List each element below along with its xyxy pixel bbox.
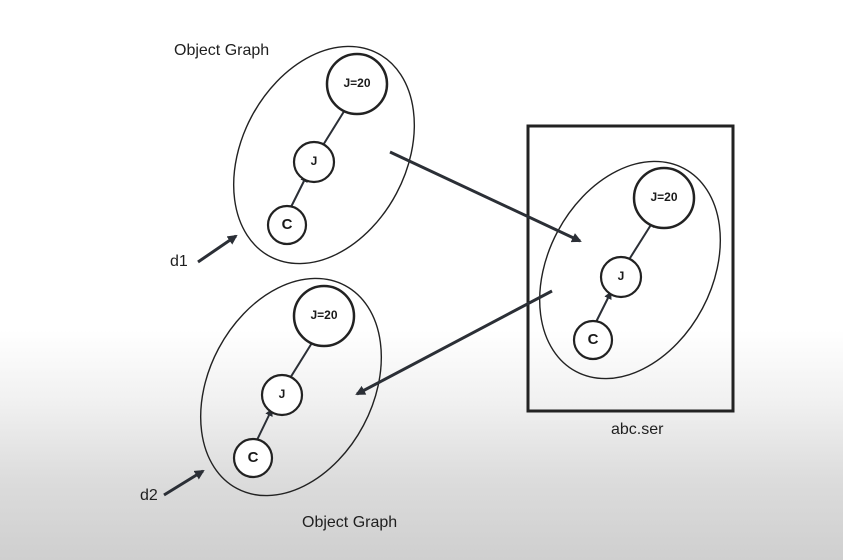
file-graph-node-c-label: C [587,331,599,348]
d1-reference-arrow [197,234,238,264]
graph-top-node-j-label: J [310,154,318,168]
deserialize-arrow [355,289,553,396]
file-graph-node-c [572,319,614,361]
graph-bottom-node-j20-label: J=20 [310,308,338,322]
graph-bottom-edge-c-to-j [256,408,273,441]
file-box [526,124,735,413]
graph-bottom-node-j [260,373,304,417]
object-graph-top [232,45,416,265]
serialize-arrow [389,150,582,243]
graph-bottom-node-c-label: C [247,449,259,466]
d2-reference-arrow [163,469,205,497]
object-graph-top-label: Object Graph [174,42,270,59]
graph-top-node-j20 [325,52,389,116]
file-graph-node-j-label: J [617,269,625,283]
file-graph-edge-c-to-j [595,291,612,323]
graph-bottom-node-c [232,437,274,479]
reference-d1-label: d1 [170,253,188,270]
object-graph-bottom-label: Object Graph [302,514,398,531]
graph-bottom-node-j-label: J [278,387,286,401]
file-graph-node-j20-label: J=20 [650,190,678,204]
graph-top-node-j20-label: J=20 [343,76,371,90]
graph-bottom-node-j20 [292,284,356,348]
graph-top-node-c-label: C [281,216,293,233]
file-graph-node-j20 [632,166,696,230]
graph-top-node-c [266,204,308,246]
graph-bottom-edge-j-to-j20 [286,337,316,384]
object-graph-top-boundary [232,45,416,265]
graph-top-node-j [292,140,336,184]
reference-d2-label: d2 [140,487,158,504]
file-graph-node-j [599,255,643,299]
object-graph-bottom [199,277,383,497]
file-name-label: abc.ser [611,421,664,438]
object-graph-bottom-boundary [199,277,383,497]
graph-top-edge-j-to-j20 [319,104,349,151]
